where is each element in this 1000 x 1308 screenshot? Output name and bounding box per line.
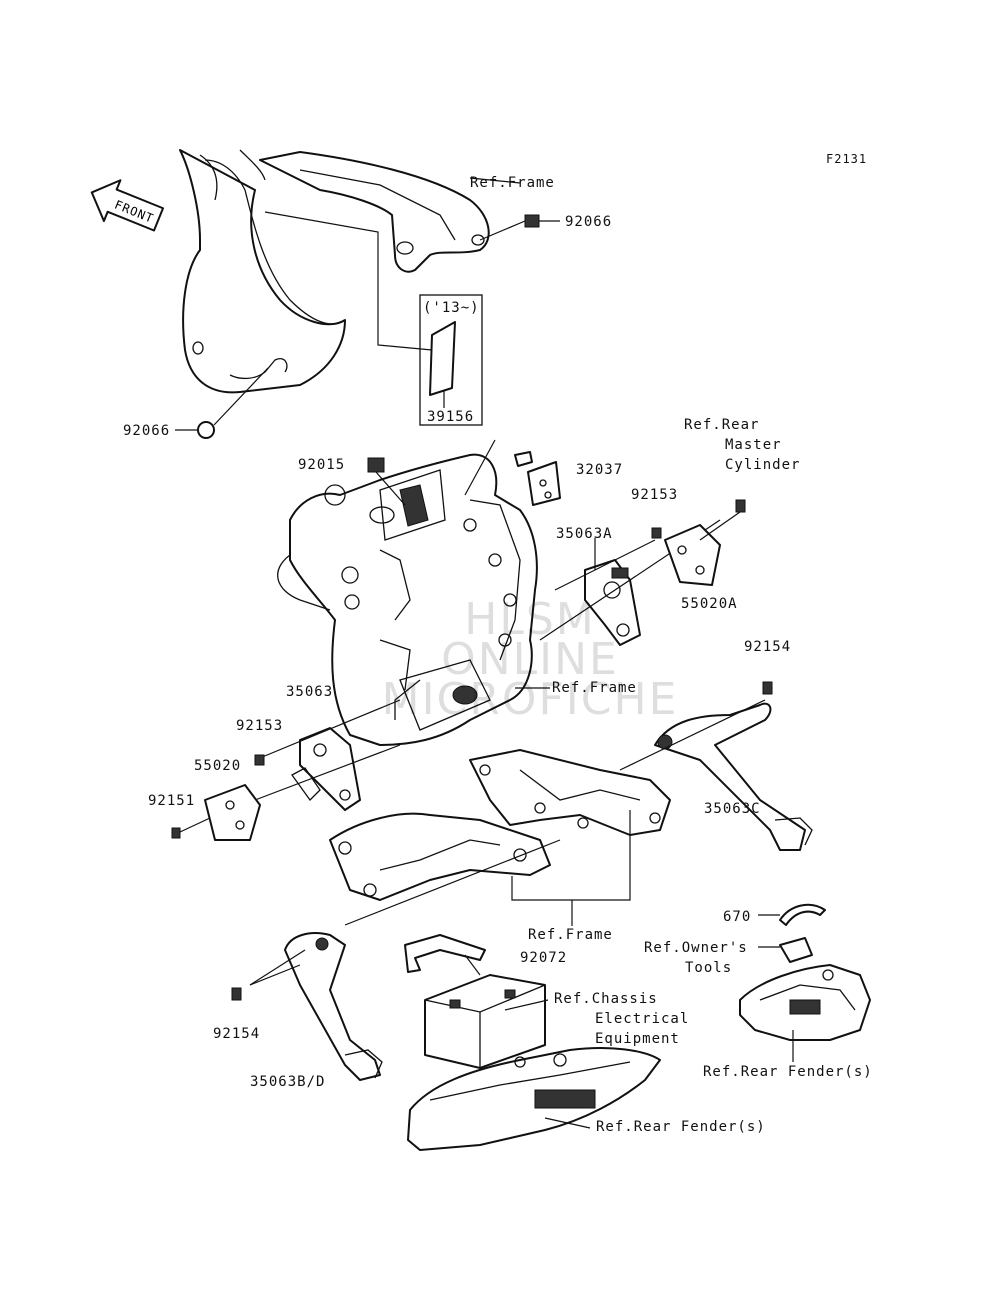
front-arrow-icon: FRONT [90,179,165,232]
label-55020A: 55020A [681,596,738,612]
label-92015: 92015 [298,457,346,473]
label-35063BD: 35063B/D [250,1074,326,1090]
watermark: HLSM ONLINE MICROFICHE [380,594,680,725]
label-92066-left: 92066 [123,423,171,439]
upper-frame-cover [179,149,490,394]
label-32037: 32037 [576,462,624,478]
bracket-35063C [654,702,813,851]
main-frame [277,453,538,746]
bracket-35063 [291,727,361,811]
strap-670 [779,903,826,926]
bolt-92153-left [254,754,265,766]
label-92153-left: 92153 [236,718,284,734]
bolt-92154-right [762,681,773,695]
label-92153-right: 92153 [631,487,679,503]
battery-strap-92072 [404,934,486,976]
label-ref-chassis-1: Ref.Chassis [554,991,658,1007]
bracket-32037 [464,439,561,506]
label-92072: 92072 [520,950,568,966]
label-ref-owners-1: Ref.Owner's [644,940,748,956]
bracket-35063BD [284,932,383,1081]
battery [424,974,546,1069]
label-92154-left: 92154 [213,1026,261,1042]
rear-fender-right [739,964,871,1062]
bolt-92153-right [651,527,662,539]
bolt-master-cylinder [699,499,746,541]
label-ref-chassis-3: Equipment [595,1031,680,1047]
ref-frame-bracket [511,810,631,926]
subframe-rail-lower [329,812,551,901]
bolt-92151 [171,817,211,839]
label-13-on: ('13~) [423,300,480,316]
guard-55020A [664,524,721,586]
grommet-92066-right [524,214,560,228]
watermark-line-1: HLSM [464,594,596,645]
label-ref-frame-low: Ref.Frame [528,927,613,943]
subframe-rail-upper [469,749,671,836]
label-670: 670 [723,909,752,925]
label-ref-rear-master-3: Cylinder [725,457,801,473]
label-ref-owners-2: Tools [685,960,733,976]
guard-55020 [204,784,261,841]
label-box-39156 [264,211,483,426]
label-ref-rear-fender-bottom: Ref.Rear Fender(s) [596,1119,766,1135]
label-39156: 39156 [427,409,475,425]
label-92154-right: 92154 [744,639,792,655]
diagram-code: F2131 [826,152,868,166]
label-35063A: 35063A [556,526,613,542]
rear-fender-bottom [407,1047,661,1151]
label-ref-frame-top: Ref.Frame [470,175,555,191]
bracket-35063A [584,559,641,646]
watermark-line-3: MICROFICHE [381,674,679,725]
owners-tools [779,937,813,963]
watermark-line-2: ONLINE [441,634,619,685]
bolt-92154-left [231,987,242,1001]
label-ref-chassis-2: Electrical [595,1011,690,1027]
label-92066-right: 92066 [565,214,613,230]
nut-92015 [367,457,406,506]
label-ref-rear-fender-right: Ref.Rear Fender(s) [703,1064,873,1080]
label-ref-frame-mid: Ref.Frame [552,680,637,696]
label-35063: 35063 [286,684,334,700]
label-55020: 55020 [194,758,242,774]
label-92151: 92151 [148,793,196,809]
label-ref-rear-master-1: Ref.Rear [684,417,760,433]
label-35063C: 35063C [704,801,761,817]
label-ref-rear-master-2: Master [725,437,782,453]
grommet-92066-left [197,421,215,439]
